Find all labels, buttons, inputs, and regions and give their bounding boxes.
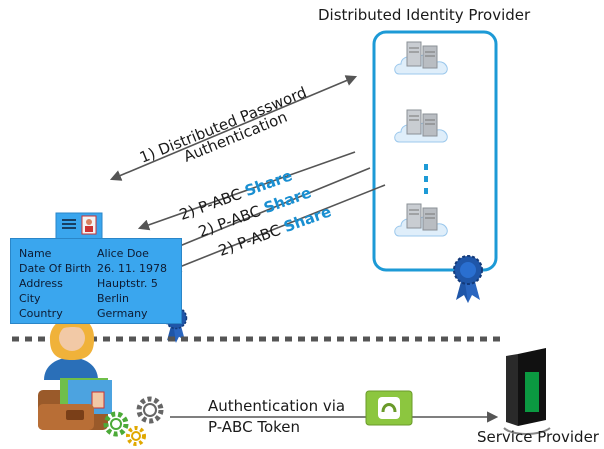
id-card-icon [55,212,103,240]
server-tower-icon [503,348,551,435]
gear-icon [103,411,129,437]
auth-label-line1: Authentication via [208,397,346,415]
card-value: Alice Doe [97,247,149,260]
provider-title: Distributed Identity Provider [318,6,531,24]
identity-card: Name Alice Doe Date Of Birth 26. 11. 197… [10,238,182,324]
card-value: Germany [97,307,148,320]
provider-box [372,30,498,272]
token-icon [365,390,413,426]
card-value: Berlin [97,292,129,305]
card-value: Hauptstr. 5 [97,277,158,290]
arrow-share-2 [162,167,371,254]
auth-label-line2: P-ABC Token [208,418,301,436]
card-key: City [19,292,41,305]
vertical-dots [424,164,428,194]
arrow-share-3 [169,184,386,272]
card-value: 26. 11. 1978 [97,262,167,275]
wallet-icon [38,378,112,430]
gear-icon [136,396,164,424]
service-provider-label: Service Provider [477,428,599,446]
card-key: Name [19,247,52,260]
arrow-share-1 [137,151,356,231]
arrow-auth [109,75,358,181]
gear-icon [126,426,146,446]
card-key: Country [19,307,63,320]
card-key: Address [19,277,63,290]
user-avatar-icon [44,316,98,380]
card-key: Date Of Birth [19,262,92,275]
seal-icon [453,255,483,304]
